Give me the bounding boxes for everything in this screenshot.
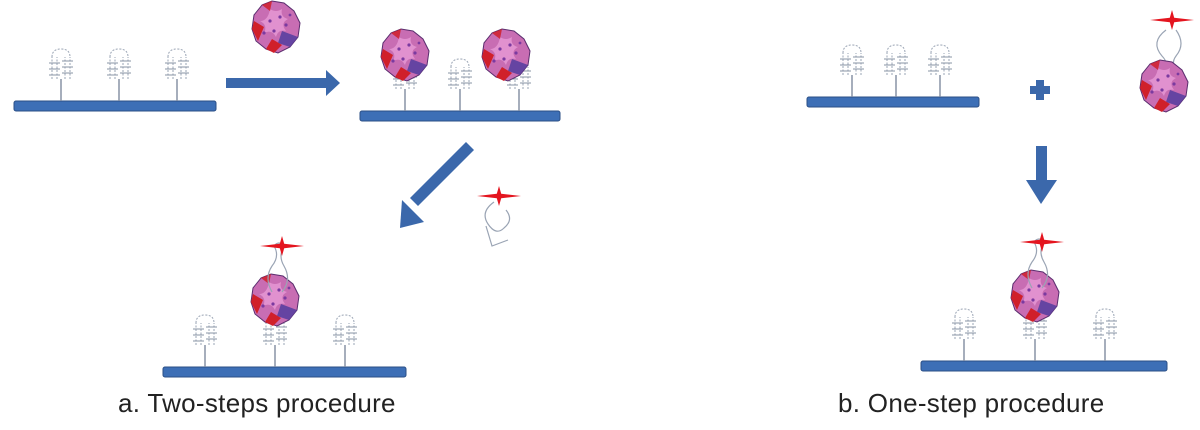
aptamer-icon: [106, 48, 132, 102]
aptamer-icon: [927, 44, 953, 98]
protein-icon: [251, 0, 301, 54]
fluorophore-star-icon: [477, 186, 521, 206]
aptamer-icon: [332, 314, 358, 368]
protein-icon: [1139, 59, 1189, 113]
surface-bar: [359, 110, 561, 122]
panel-b-result: [920, 232, 1168, 372]
fluorophore-star-icon: [260, 236, 304, 256]
protein-icon: [380, 28, 430, 82]
aptamer-icon: [48, 48, 74, 102]
block-arrow-icon: [1026, 146, 1057, 204]
surface-bar: [13, 100, 217, 112]
panel-b-surface: [806, 44, 980, 108]
fluorophore-star-icon: [1020, 232, 1064, 252]
caption-two-steps: a. Two-steps procedure: [118, 388, 396, 418]
surface-bar: [806, 96, 980, 108]
panel-a-step2: [359, 28, 561, 122]
aptamer-icon: [164, 48, 190, 102]
aptamer-icon: [447, 58, 473, 112]
aptamer-icon: [1092, 308, 1118, 362]
protein-aptamer-complex: [1139, 10, 1194, 113]
caption-one-step: b. One-step procedure: [838, 388, 1105, 418]
protein-icon: [1010, 269, 1060, 323]
protein-icon: [250, 273, 300, 327]
plus-icon: [1030, 80, 1050, 100]
surface-bar: [920, 360, 1168, 372]
labeled-aptamer-free: [477, 186, 521, 247]
aptamer-icon: [839, 44, 865, 98]
block-arrow-icon: [400, 142, 474, 228]
panel-a-step1: [13, 48, 217, 112]
fluorophore-star-icon: [1150, 10, 1194, 30]
surface-bar: [162, 366, 407, 378]
aptamer-icon: [883, 44, 909, 98]
aptamer-icon: [951, 308, 977, 362]
panel-a-result: [162, 236, 407, 378]
block-arrow-icon: [226, 70, 340, 96]
aptamer-icon: [192, 314, 218, 368]
